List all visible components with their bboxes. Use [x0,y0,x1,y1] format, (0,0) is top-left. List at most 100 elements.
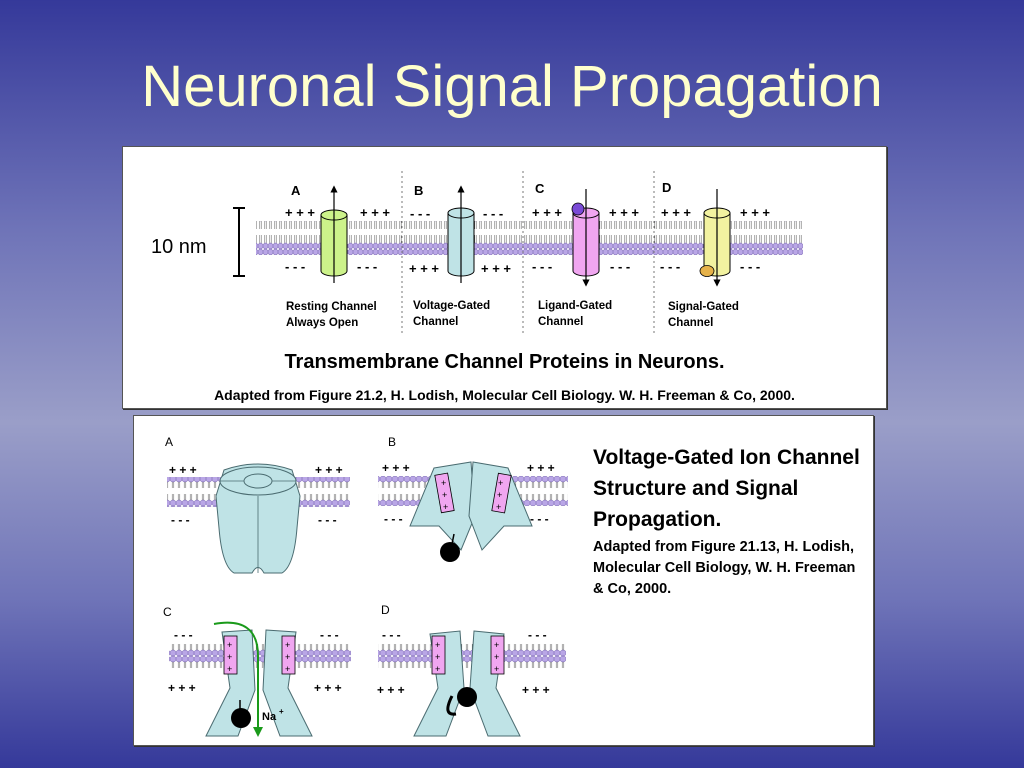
channel-label: Resting Channel [286,301,377,313]
gate-charge: + [498,478,503,488]
channel-protein-right [262,629,313,737]
gate-charge: + [435,640,440,650]
inactivation-ball [440,542,460,562]
bottom-charge: + + + [522,683,550,697]
top-charge: + + + [382,461,410,475]
top-charge: + + + [360,205,390,220]
gate-charge: + [435,652,440,662]
channel-letter: B [414,183,423,198]
bottom-charge: + + + [314,681,342,695]
channel-label: Ligand-Gated [538,300,612,312]
gate-charge: + [494,640,499,650]
gate-charge: + [285,652,290,662]
gate-charge: + [227,640,232,650]
panel-letter: B [388,435,396,449]
scale-bar [233,207,245,277]
top-charge: - - - [528,628,547,642]
channel-label: Always Open [286,317,358,329]
bottom-charge: + + + [168,681,196,695]
figure-description: Voltage-Gated Ion Channel Structure and … [593,442,868,600]
gate-charge: + [285,640,290,650]
channel-label: Channel [538,316,583,328]
gate-charge: + [285,664,290,674]
top-charge: - - - [483,206,503,221]
channel-label: Signal-Gated [668,301,739,313]
structure-panel-c: C - - - - - - + + + + + + + + + + + + Na… [163,605,351,737]
bottom-charge: - - - [530,512,549,526]
channel-protein-left [413,630,465,737]
gate-charge: + [497,490,502,500]
panel-letter: A [165,435,173,449]
slide-title: Neuronal Signal Propagation [141,54,883,119]
sodium-flow-arrow [213,621,263,737]
lipid-bilayer [169,643,351,673]
figure-caption: Transmembrane Channel Proteins in Neuron… [284,351,725,373]
voltage-sensor-segment [431,635,446,675]
channel-c: C + + + + + + - - - - - - Ligand-Gated C… [532,181,639,328]
channel-proteins-diagram: 10 nm A + + + + + + - - - - - - Resting … [151,171,803,333]
top-charge: + + + [532,205,562,220]
figure-title: Voltage-Gated Ion Channel Structure and … [593,446,860,531]
top-charge: - - - [320,628,339,642]
channel-d: D + + + + + + - - - - - - Signal-Gated C… [660,180,770,329]
top-charge: - - - [382,628,401,642]
gate-charge: + [494,652,499,662]
figure-citation: Adapted from Figure 21.2, H. Lodish, Mol… [214,387,795,403]
voltage-sensor-segment [434,472,455,514]
structure-panel-a: A + + + + + + - - - - - - [165,435,350,574]
top-charge: + + + [315,463,343,477]
bottom-charge: - - - [660,259,680,274]
ligand-molecule [571,202,585,216]
bottom-charge: - - - [318,513,337,527]
gate-tether [446,695,457,716]
channel-letter: D [662,180,671,195]
channel-label: Channel [668,317,713,329]
channel-label: Channel [413,316,458,328]
top-charge: - - - [174,628,193,642]
gate-charge: + [496,502,501,512]
structure-panel-d: D - - - - - - + + + + + + + + + + + + [377,603,566,737]
top-charge: + + + [285,205,315,220]
top-charge: + + + [169,463,197,477]
bottom-charge: + + + [377,683,405,697]
ion-charge: + [279,707,284,716]
top-charge: - - - [410,206,430,221]
bottom-charge: - - - [285,259,305,274]
panel-letter: C [163,605,172,619]
gate-charge: + [494,664,499,674]
ion-label: Na [262,711,277,723]
bottom-charge: + + + [409,261,439,276]
voltage-sensor-segment [281,635,296,675]
voltage-sensor-segment [223,635,238,675]
channel-letter: C [535,181,545,196]
top-charge: + + + [609,205,639,220]
top-charge: + + + [740,205,770,220]
inactivation-ball [231,708,251,728]
bottom-charge: + + + [481,261,511,276]
bottom-charge: - - - [740,259,760,274]
channel-proteins-figure: 10 nm A + + + + + + - - - - - - Resting … [122,146,887,409]
top-charge: + + + [527,461,555,475]
channel-a: A + + + + + + - - - - - - Resting Channe… [285,183,390,329]
structure-panel-b: B + + + + + + - - - - - - + + + + + + [378,435,568,562]
gate-charge: + [227,664,232,674]
bottom-charge: - - - [357,259,377,274]
bottom-charge: - - - [171,513,190,527]
bottom-charge: - - - [610,259,630,274]
channel-b: B - - - - - - + + + + + + Voltage-Gated … [409,183,511,328]
voltage-gated-figure: A + + + + + + - - - - - - B + + + + + + … [133,415,874,746]
gate-charge: + [441,478,446,488]
gate-charge: + [435,664,440,674]
gate-charge: + [442,490,447,500]
scale-label: 10 nm [151,236,207,258]
channel-letter: A [291,183,301,198]
voltage-gated-diagram: A + + + + + + - - - - - - B + + + + + + … [163,435,568,737]
channel-pore-center [243,473,273,489]
bottom-charge: - - - [384,512,403,526]
gate-charge: + [443,502,448,512]
voltage-sensor-segment [490,635,505,675]
channel-label: Voltage-Gated [413,300,490,312]
voltage-sensor-segment [491,472,512,514]
panel-letter: D [381,603,390,617]
gate-charge: + [227,652,232,662]
